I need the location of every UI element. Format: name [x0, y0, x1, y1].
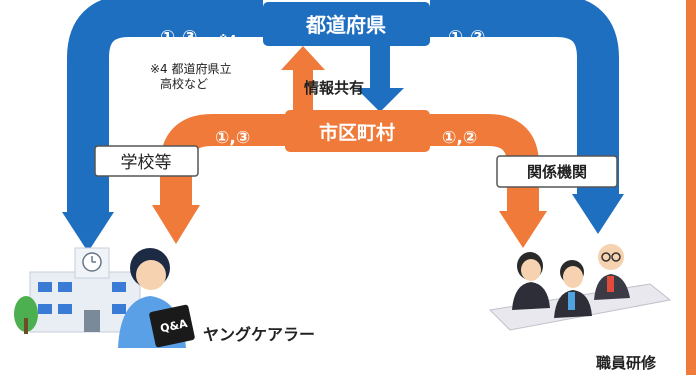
info-share-label: 情報共有 [304, 79, 364, 97]
staff-training-caption: 職員研修 [596, 354, 657, 372]
pref-left-note-mark: ※4 [218, 33, 237, 46]
svg-text:Q&A: Q&A [159, 317, 189, 336]
muni-right-flow-label: ①,② [442, 128, 477, 148]
info-share-down-head [356, 88, 404, 112]
pref-right-branch [430, 0, 619, 197]
muni-left-arrowhead [152, 205, 200, 244]
municipality-label: 市区町村 [319, 121, 395, 144]
prefecture-label: 都道府県 [305, 13, 386, 37]
student-with-qa-board-icon: Q&A [118, 248, 195, 348]
info-share-up-head [281, 46, 325, 70]
school-building-icon [14, 247, 141, 334]
schools-node: 学校等 [94, 145, 199, 177]
prefecture-node: 都道府県 [263, 2, 430, 46]
info-share-up-shaft [293, 66, 313, 112]
info-share-down-shaft [370, 40, 390, 92]
pref-right-flow-label: ①,② [448, 27, 485, 48]
pref-left-branch [67, 0, 263, 215]
muni-right-arrowhead [499, 211, 547, 248]
note-line-2: 高校など [160, 76, 208, 91]
related-orgs-label: 関係機関 [527, 163, 587, 181]
pref-left-flow-label: ①,③ [160, 27, 197, 48]
municipality-node: 市区町村 [285, 110, 430, 152]
schools-label: 学校等 [121, 153, 172, 173]
note-line-1: ※4 都道府県立 [150, 61, 232, 76]
pref-right-arrowhead [572, 194, 624, 234]
training-staff-icon [488, 244, 672, 331]
pref-left-arrowhead [62, 212, 114, 252]
young-carer-caption: ヤングケアラー [203, 325, 315, 344]
muni-left-flow-label: ①,③ [215, 128, 250, 148]
related-orgs-node: 関係機関 [496, 155, 618, 188]
right-accent-strip [686, 0, 696, 375]
prefecture-flow-arrows [62, 0, 624, 252]
